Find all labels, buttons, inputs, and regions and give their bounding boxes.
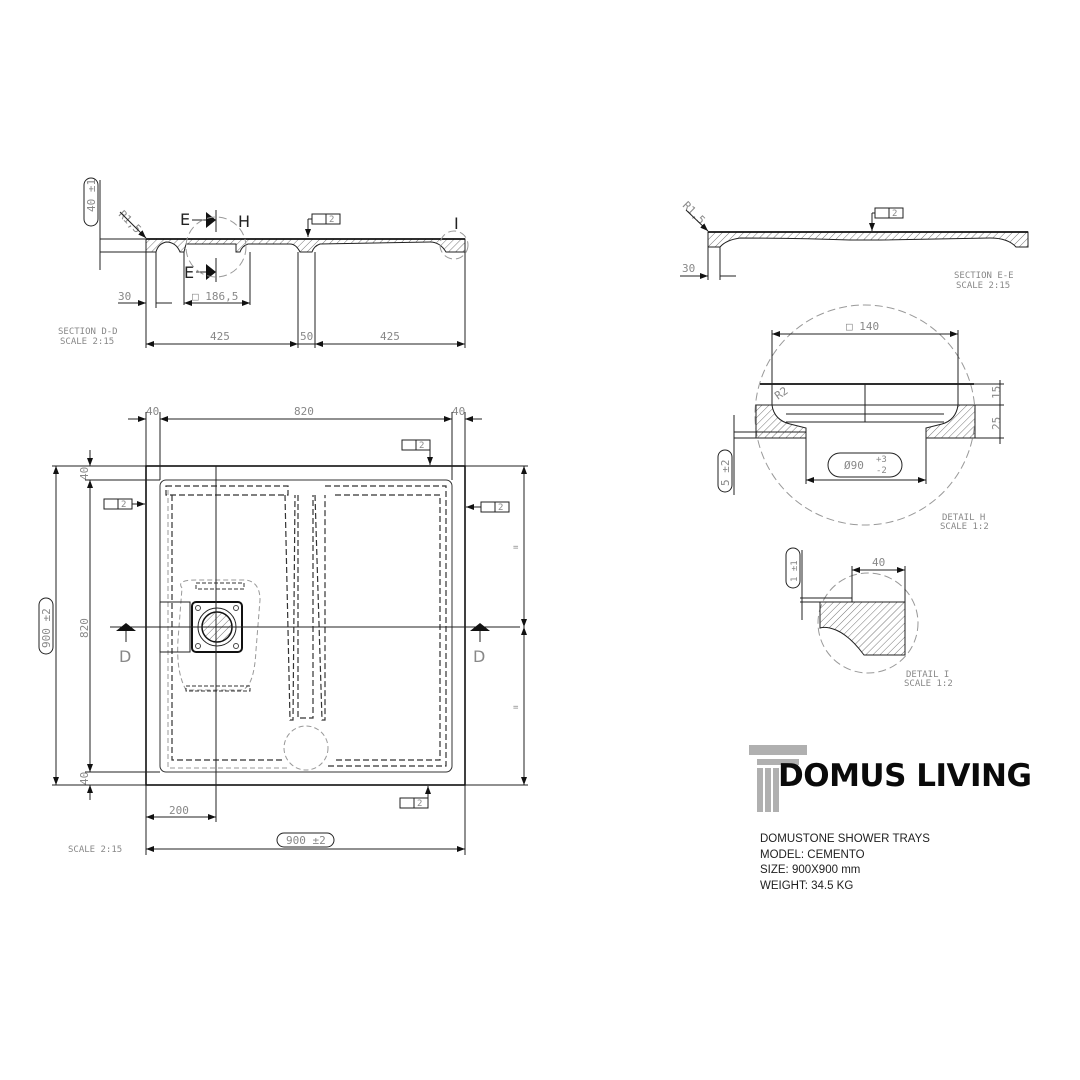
dim-bottom-total: 900 ±2 <box>286 834 326 847</box>
dim-left-total: 900 ±2 <box>40 608 53 648</box>
detail-h-scale: SCALE 1:2 <box>940 522 989 532</box>
section-e-e: 2 R1,5 30 SECTION E-E SCALE 2:15 <box>680 199 1029 291</box>
flatness-callout-left: 2 <box>103 498 145 510</box>
height-tolerance: 40 ±1 <box>85 179 98 212</box>
detail-i-scale: SCALE 1:2 <box>904 679 953 689</box>
flatness-value: 2 <box>892 209 897 219</box>
radius-label: R1,5 <box>680 199 708 227</box>
section-d-title: SECTION D-D <box>58 327 118 337</box>
dim-mid-50: 50 <box>300 330 313 343</box>
flatness-value: 2 <box>329 215 334 225</box>
detail-i-title: DETAIL I <box>906 670 949 680</box>
dim-equal-bottom: = <box>513 703 519 713</box>
dim-top-right: 40 <box>452 405 465 418</box>
dim-40: 40 <box>872 556 885 569</box>
dim-left-inner: 820 <box>78 618 91 638</box>
svg-text:2: 2 <box>419 441 424 451</box>
dim-30: 30 <box>118 290 131 303</box>
dim-bottom-200: 200 <box>169 804 189 817</box>
dim-15: 15 <box>990 386 1003 399</box>
section-d-scale: SCALE 2:15 <box>60 337 114 347</box>
radius-label: R2 <box>772 384 790 402</box>
section-d-d: 40 ±1 R1,5 E H E I 2 30 □ 186,5 425 <box>58 177 469 348</box>
dim-left-425: 425 <box>210 330 230 343</box>
flatness-callout-bottom: 2 <box>399 786 431 809</box>
cut-label-e-top: E <box>180 210 190 229</box>
detail-i: 40 1 ±1 DETAIL I SCALE 1:2 <box>785 547 953 689</box>
tol-minus: -2 <box>876 466 887 476</box>
dim-right-425: 425 <box>380 330 400 343</box>
section-e-scale: SCALE 2:15 <box>956 281 1010 291</box>
cut-label-e-bottom: E <box>184 263 194 282</box>
detail-h-title: DETAIL H <box>942 513 985 523</box>
product-info: DOMUSTONE SHOWER TRAYS MODEL: CEMENTO SI… <box>760 832 930 894</box>
dim-top-mid: 820 <box>294 405 314 418</box>
flatness-callout-top: 2 <box>401 439 433 465</box>
size-line: SIZE: 900X900 mm <box>760 864 861 876</box>
section-marker-right: D <box>473 647 485 666</box>
product-line: DOMUSTONE SHOWER TRAYS <box>760 833 930 845</box>
tol-plus: +3 <box>876 455 887 465</box>
dim-left-top: 40 <box>78 467 91 480</box>
detail-h: □ 140 R2 Ø90 +3 -2 15 25 5 ±2 DETAIL H S… <box>717 304 1004 532</box>
flatness-callout-right: 2 <box>466 501 510 513</box>
plan-view: D D 40 820 40 900 ±2 820 40 40 = = <box>38 405 528 855</box>
dim-equal-top: = <box>513 543 519 553</box>
model-line: MODEL: CEMENTO <box>760 848 865 861</box>
dim-top-left: 40 <box>146 405 159 418</box>
svg-text:2: 2 <box>417 799 422 809</box>
dim-30: 30 <box>682 262 695 275</box>
section-e-title: SECTION E-E <box>954 271 1014 281</box>
dim-25: 25 <box>990 417 1003 430</box>
brand-name: DOMUS LIVING <box>778 758 1032 794</box>
dim-1: 1 ±1 <box>790 560 800 582</box>
dim-5: 5 ±2 <box>719 460 732 487</box>
dim-140: □ 140 <box>846 320 879 333</box>
section-marker-left: D <box>119 647 131 666</box>
detail-i-marker: I <box>454 214 459 233</box>
svg-text:2: 2 <box>498 503 503 513</box>
dim-left-bottom: 40 <box>78 772 91 785</box>
detail-h-marker: H <box>238 212 250 231</box>
dim-drain-width: □ 186,5 <box>192 290 238 303</box>
plan-scale: SCALE 2:15 <box>68 845 122 855</box>
weight-line: WEIGHT: 34.5 KG <box>760 879 854 892</box>
svg-text:2: 2 <box>121 500 126 510</box>
dim-diameter: Ø90 <box>844 459 864 472</box>
logo-icon <box>749 745 807 812</box>
